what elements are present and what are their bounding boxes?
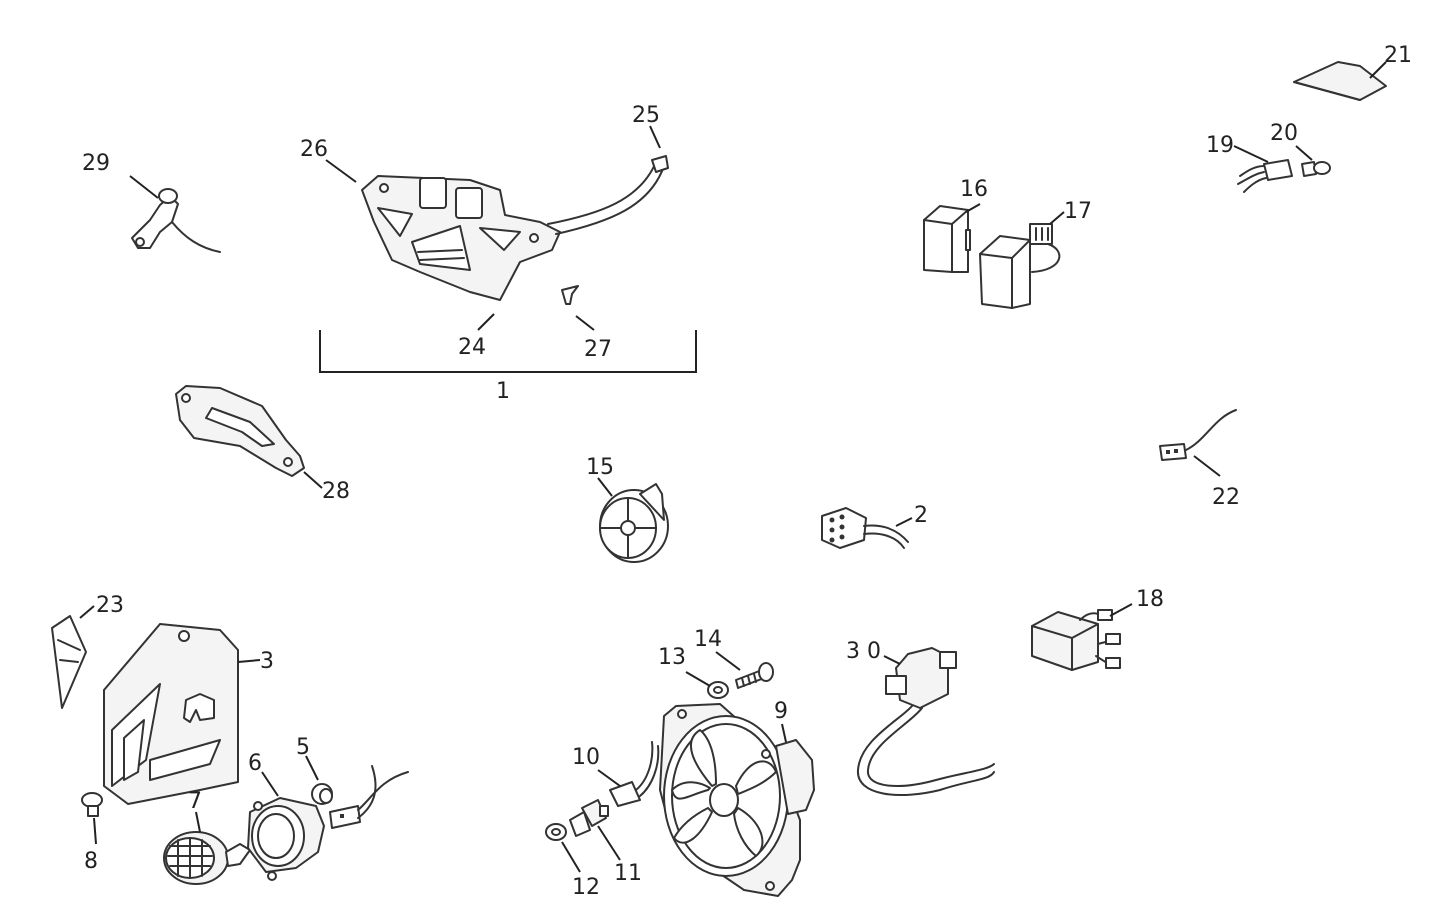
callout-20: 20: [1270, 121, 1298, 146]
part-16-relay: [923, 203, 981, 273]
part-13-washer: [685, 671, 729, 699]
callout-30: 3 0: [846, 639, 881, 664]
callout-27: 27: [584, 337, 612, 362]
assembly-1-bracket: [319, 330, 697, 373]
part-29-sensor: [129, 175, 221, 253]
part-20-bulb: [1295, 145, 1331, 177]
callout-3: 3: [260, 649, 274, 674]
callout-18: 18: [1136, 587, 1164, 612]
callout-1: 1: [496, 379, 510, 404]
callout-24: 24: [458, 335, 486, 360]
part-15-horn: [597, 477, 669, 563]
part-10-fan-connector: [597, 741, 660, 807]
part-12-washer: [545, 823, 581, 873]
part-5-grommet: [305, 755, 409, 829]
part-18-cdi: [1031, 603, 1133, 671]
callout-19: 19: [1206, 133, 1234, 158]
callout-17: 17: [1064, 199, 1092, 224]
part-22-connector: [1159, 409, 1237, 477]
callout-25: 25: [632, 103, 660, 128]
part-30-ignition-coil: [856, 647, 995, 796]
callout-13: 13: [658, 645, 686, 670]
part-6-headlight-housing: [247, 771, 325, 881]
callout-2: 2: [914, 503, 928, 528]
part-25-cable: [547, 125, 669, 235]
part-19-socket: [1233, 145, 1293, 193]
callout-23: 23: [96, 593, 124, 618]
part-14-bolt: [715, 651, 774, 689]
callout-7: 7: [188, 789, 202, 814]
part-11-thermo-switch: [569, 799, 621, 861]
callout-5: 5: [296, 735, 310, 760]
part-7-headlight-lens: [163, 811, 251, 885]
part-26-cluster-housing: [325, 159, 561, 301]
callout-10: 10: [572, 745, 600, 770]
part-2-connector: [821, 507, 913, 549]
part-3-headlight-cover: [103, 623, 261, 805]
callout-22: 22: [1212, 485, 1240, 510]
part-24-leader: [477, 313, 495, 331]
callout-labels: 29 26 25 24 27 1 28 15 2 16 17 21 19 20 …: [82, 43, 1412, 900]
callout-8: 8: [84, 849, 98, 874]
callout-6: 6: [248, 751, 262, 776]
callout-15: 15: [586, 455, 614, 480]
callout-14: 14: [694, 627, 722, 652]
callout-28: 28: [322, 479, 350, 504]
callout-26: 26: [300, 137, 328, 162]
part-9-cooling-fan: [659, 703, 815, 897]
part-28-gasket: [175, 385, 323, 489]
part-8-screw: [81, 792, 103, 845]
callout-9: 9: [774, 699, 788, 724]
part-21-lens: [1293, 61, 1387, 101]
callout-12: 12: [572, 875, 600, 900]
callout-16: 16: [960, 177, 988, 202]
callout-21: 21: [1384, 43, 1412, 68]
callout-11: 11: [614, 861, 642, 886]
part-27-screw: [561, 285, 595, 331]
callout-29: 29: [82, 151, 110, 176]
part-23-reflector: [51, 605, 95, 709]
part-17-relay: [979, 211, 1065, 309]
